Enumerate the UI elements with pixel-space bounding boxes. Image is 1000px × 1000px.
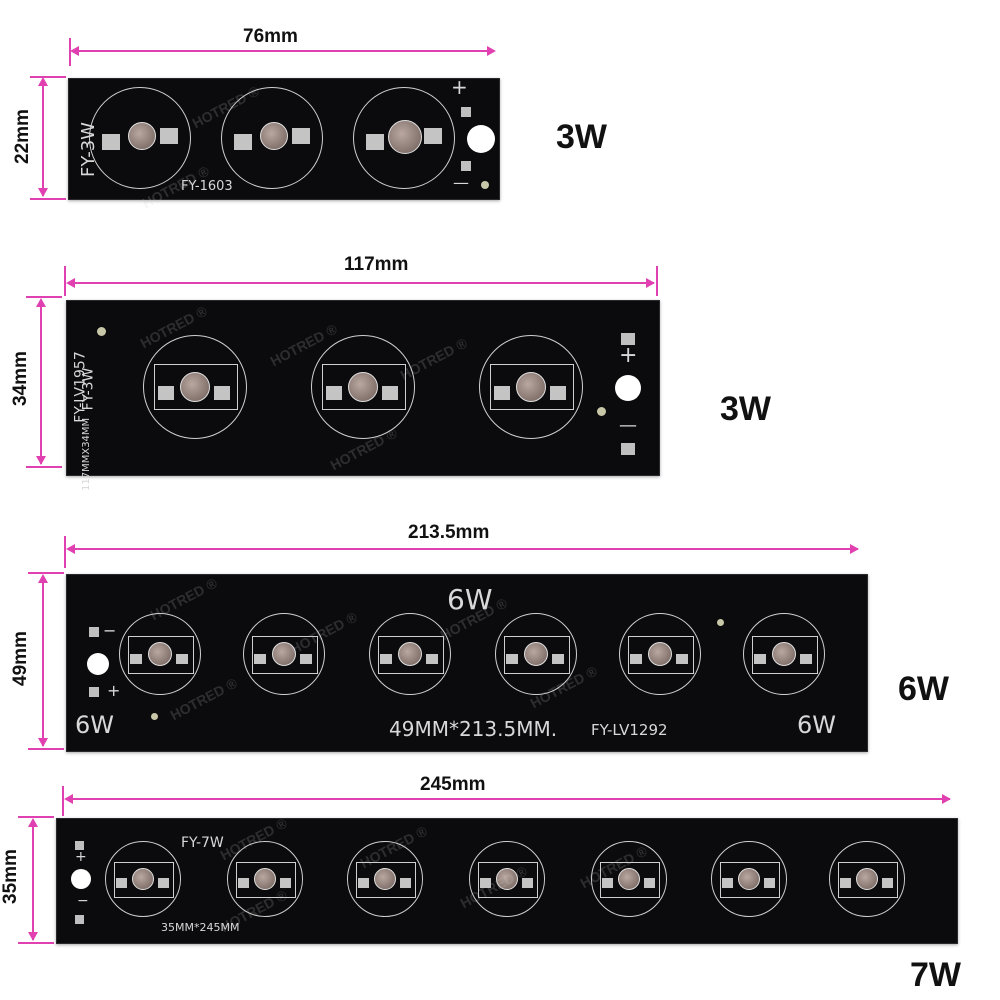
led-mount	[711, 841, 787, 917]
plus-mark: +	[451, 75, 468, 99]
silkscreen-dimensions: 35MM*245MM	[161, 921, 240, 934]
watermark: HOTRED ®	[397, 334, 470, 384]
arrow-right-icon	[942, 794, 951, 804]
led-mount	[469, 841, 545, 917]
arrow-right-icon	[487, 46, 496, 56]
minus-mark: —	[619, 415, 637, 436]
dimension-tick	[26, 296, 62, 298]
minus-mark: —	[453, 173, 469, 192]
dimension-line	[42, 80, 44, 196]
arrow-left-icon	[66, 278, 75, 288]
dimension-line	[32, 820, 34, 940]
width-label: 245mm	[420, 774, 486, 795]
power-label-2: 3W	[720, 390, 771, 428]
mount-hole	[71, 869, 91, 889]
dimension-line	[40, 300, 42, 464]
dimension-line	[66, 798, 950, 800]
silkscreen-power: FY-3W	[80, 367, 97, 411]
arrow-right-icon	[646, 278, 655, 288]
dimension-tick	[18, 816, 54, 818]
dimension-line	[72, 50, 492, 52]
led-mount	[119, 613, 201, 695]
silkscreen-code: FY-1603	[181, 179, 233, 194]
arrow-left-icon	[70, 46, 79, 56]
led-mount	[311, 335, 415, 439]
arrow-up-icon	[38, 77, 48, 86]
pcb-board-2: FY-LV1957 FY-3W 117MMX34MM + — HOTRED ® …	[66, 300, 660, 491]
silkscreen-left-power: 6W	[75, 711, 114, 739]
dimension-tick	[656, 266, 658, 296]
dimension-line	[42, 576, 44, 746]
dimension-tick	[28, 572, 64, 574]
dimension-tick	[64, 536, 66, 568]
led-mount	[369, 613, 451, 695]
dimension-line	[68, 282, 654, 284]
pcb-board-3: 6W 6W 6W 49MM*213.5MM. FY-LV1292 − +	[66, 574, 868, 752]
silkscreen-code: FY-LV1292	[591, 721, 668, 739]
height-label: 22mm	[12, 109, 33, 164]
arrow-up-icon	[28, 818, 38, 827]
arrow-down-icon	[38, 188, 48, 197]
arrow-up-icon	[38, 574, 48, 583]
led-mount	[227, 841, 303, 917]
dimension-tick	[26, 466, 62, 468]
dimension-tick	[30, 76, 66, 78]
led-mount	[221, 87, 323, 189]
mount-hole	[467, 125, 495, 153]
mount-hole	[615, 375, 641, 401]
minus-mark: −	[77, 893, 89, 909]
pcb-board-4: FY-7W 35MM*245MM + −	[56, 815, 958, 944]
arrow-down-icon	[36, 456, 46, 465]
plus-mark: +	[75, 849, 87, 865]
arrow-down-icon	[28, 932, 38, 941]
plus-mark: +	[107, 681, 121, 700]
led-mount	[619, 613, 701, 695]
dimension-line	[68, 548, 858, 550]
mount-hole	[87, 653, 109, 675]
power-label-3: 6W	[898, 670, 949, 708]
height-label: 35mm	[0, 849, 21, 904]
silkscreen-dimensions: 49MM*213.5MM.	[389, 717, 558, 741]
height-label: 49mm	[10, 631, 31, 686]
silkscreen-top-power: 6W	[447, 583, 493, 616]
height-label: 34mm	[10, 351, 31, 406]
led-mount	[89, 87, 191, 189]
led-mount	[495, 613, 577, 695]
width-label: 213.5mm	[408, 522, 490, 543]
width-label: 117mm	[344, 254, 409, 275]
arrow-left-icon	[66, 544, 75, 554]
power-label-1: 3W	[556, 118, 607, 156]
led-mount	[143, 335, 247, 439]
led-mount	[243, 613, 325, 695]
plus-mark: +	[619, 343, 638, 368]
led-mount	[743, 613, 825, 695]
silkscreen-size: 117MMX34MM	[81, 417, 92, 491]
arrow-down-icon	[38, 738, 48, 747]
led-mount	[829, 841, 905, 917]
dimension-tick	[18, 942, 54, 944]
dimension-tick	[62, 786, 64, 816]
dimension-tick	[30, 198, 66, 200]
led-mount	[105, 841, 181, 917]
led-mount	[353, 87, 455, 189]
silkscreen-model: FY-7W	[181, 835, 224, 851]
led-mount	[479, 335, 583, 439]
arrow-up-icon	[36, 298, 46, 307]
minus-mark: −	[103, 621, 117, 640]
led-mount	[347, 841, 423, 917]
arrow-left-icon	[64, 794, 73, 804]
dimension-tick	[28, 748, 64, 750]
silkscreen-right-power: 6W	[797, 711, 836, 739]
watermark: HOTRED ®	[147, 574, 220, 624]
arrow-right-icon	[850, 544, 859, 554]
power-label-4: 7W	[910, 956, 961, 994]
led-mount	[591, 841, 667, 917]
width-label: 76mm	[243, 26, 298, 47]
pcb-board-1: FY-3W FY-1603 + — HOTRED ® HOTRED ®	[68, 75, 500, 211]
dimension-tick	[64, 266, 66, 296]
